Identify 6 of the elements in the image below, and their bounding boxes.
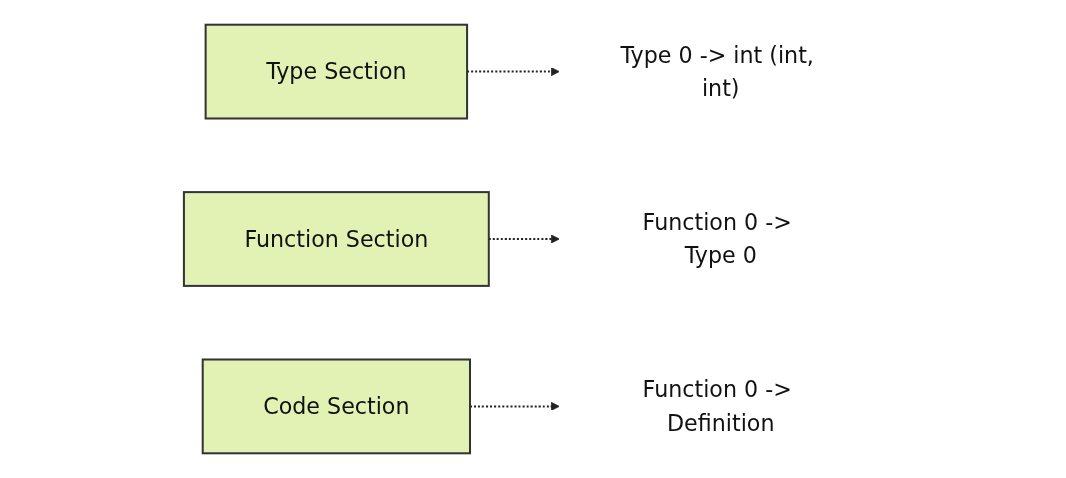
node-box: Code Section [201, 358, 471, 455]
node-box: Type Section [204, 23, 469, 120]
node-text: Function 0 -> Definition [642, 377, 792, 436]
node-box: Function Section [182, 191, 490, 287]
node-text: Function 0 -> Type 0 [642, 209, 792, 269]
node-text: Type 0 -> int (int, int) [620, 42, 814, 101]
